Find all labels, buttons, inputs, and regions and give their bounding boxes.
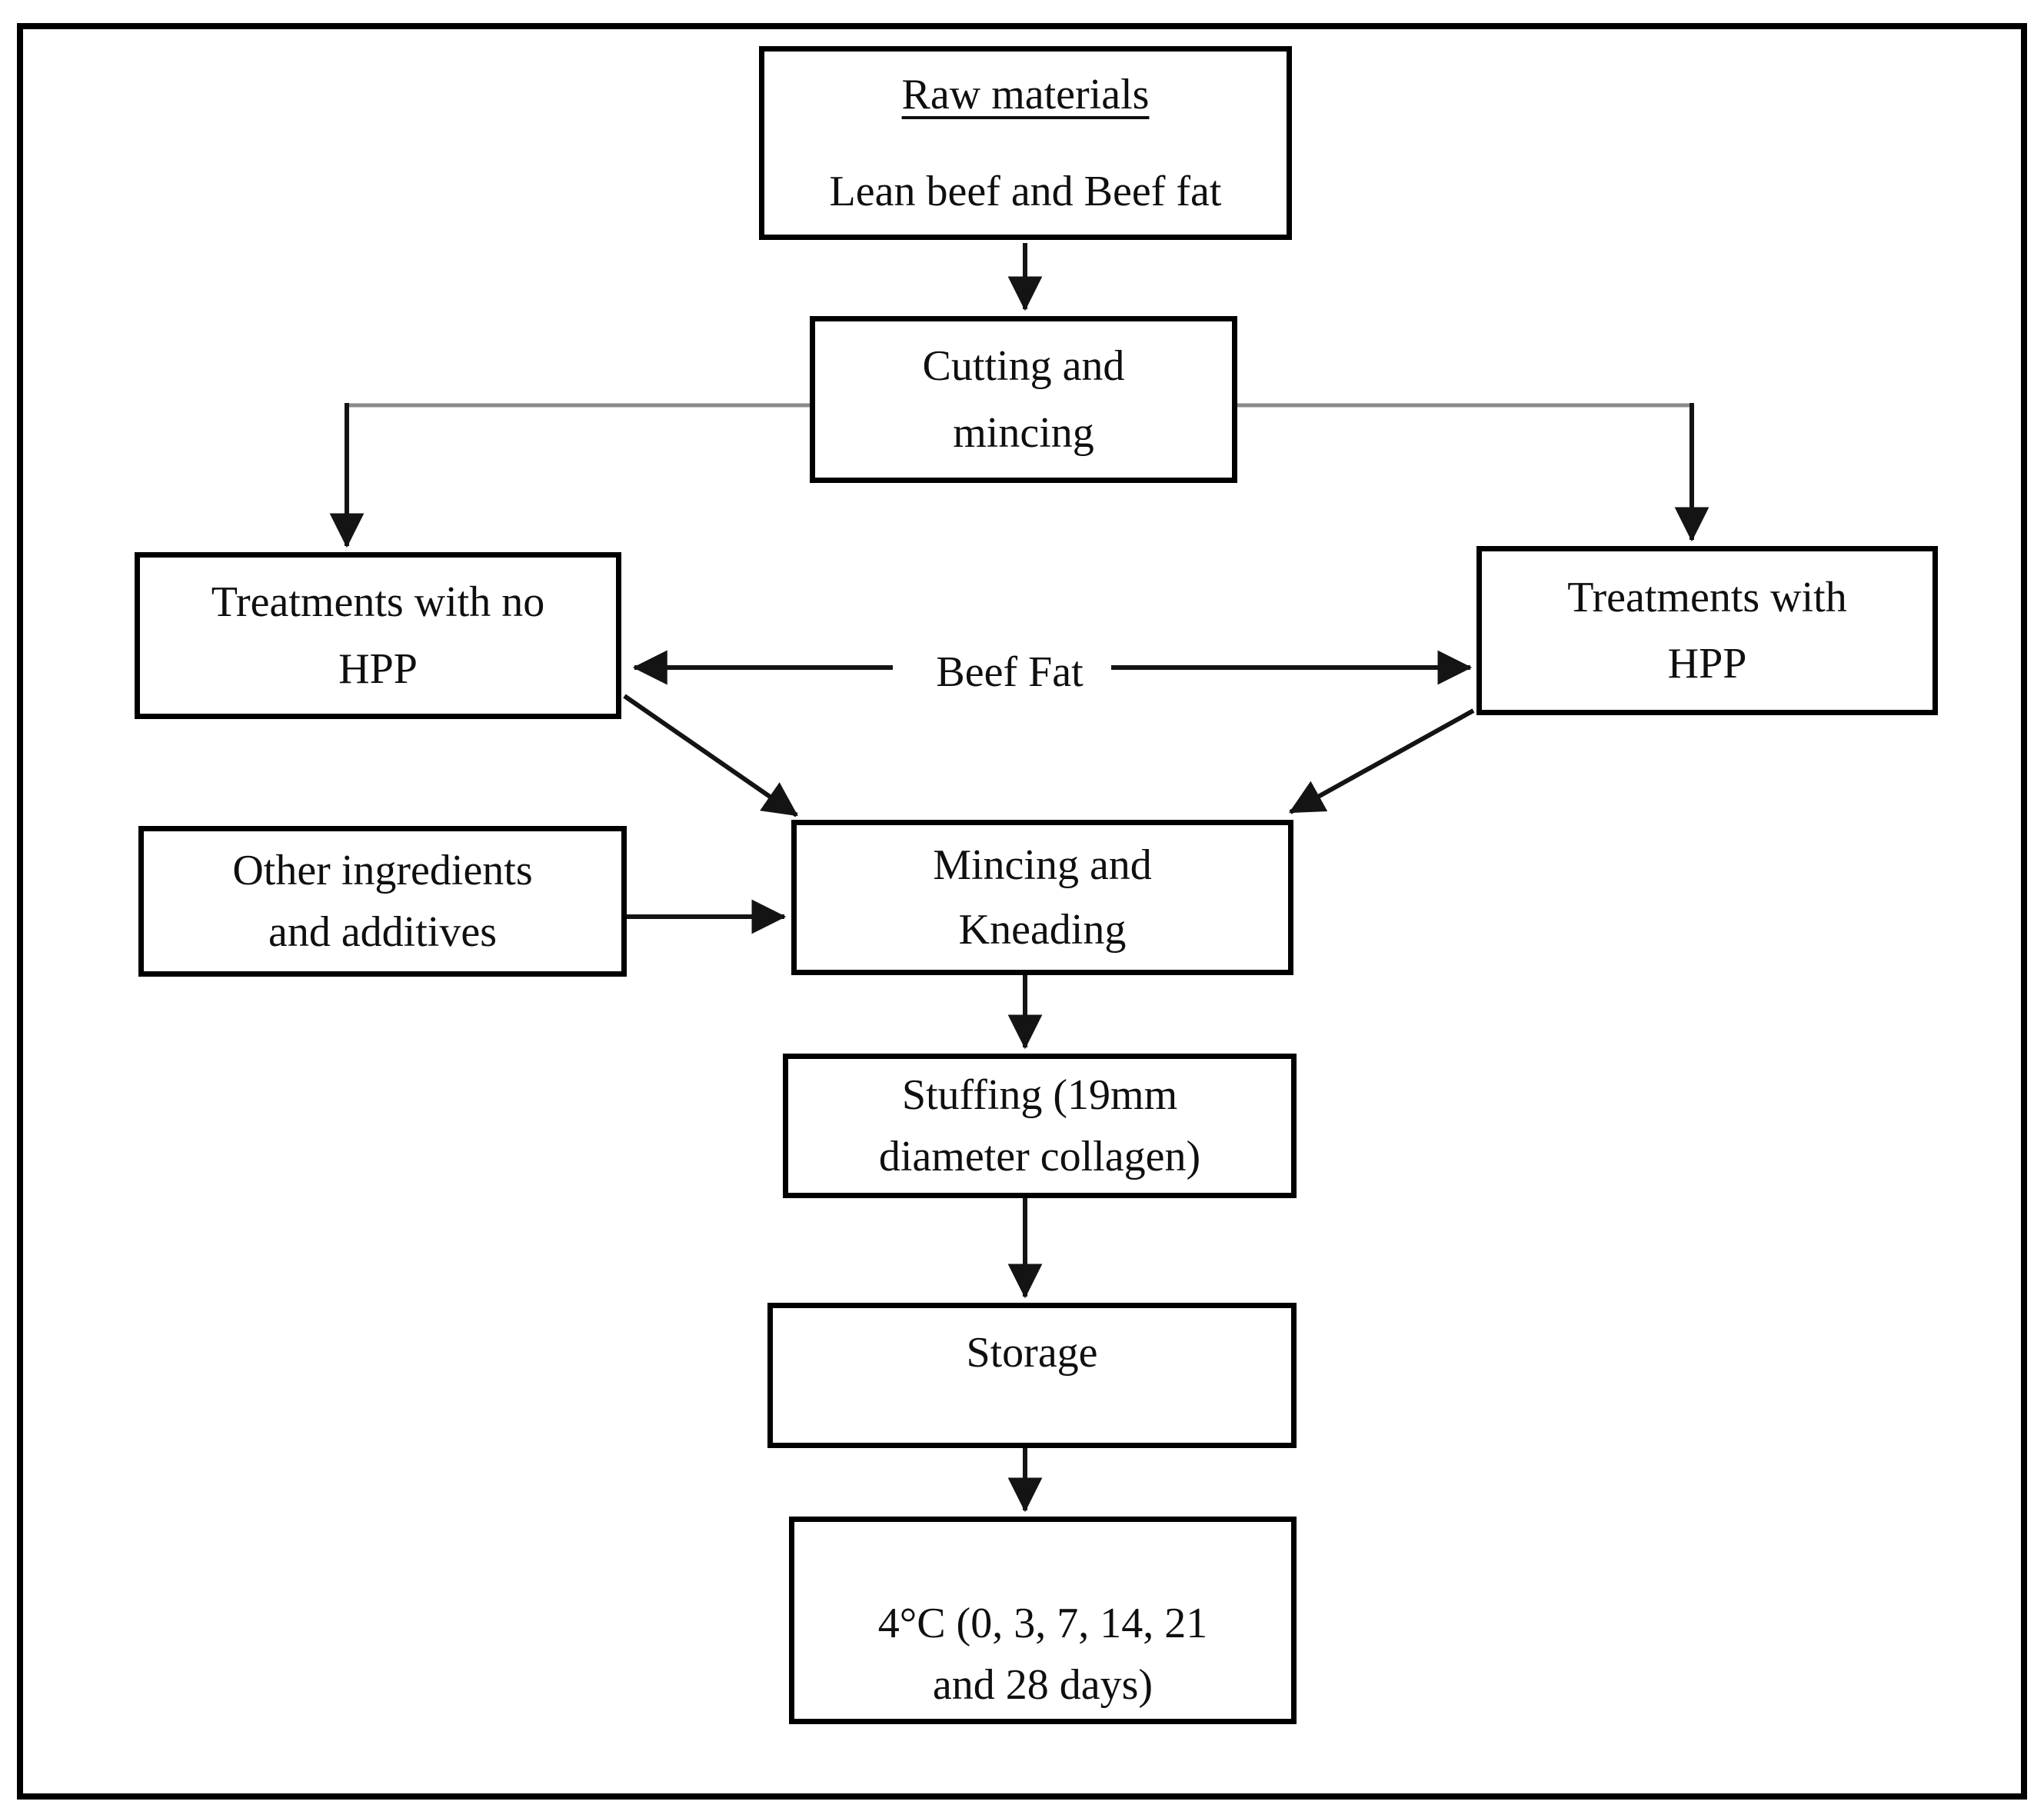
raw-materials-subtitle: Lean beef and Beef fat bbox=[829, 168, 1222, 215]
no-hpp-line2: HPP bbox=[338, 644, 418, 693]
cutting-line1: Cutting and bbox=[922, 342, 1125, 391]
mincing-line2: Kneading bbox=[958, 906, 1127, 954]
node-raw-materials: Raw materials Lean beef and Beef fat bbox=[759, 46, 1292, 240]
storage-label: Storage bbox=[966, 1329, 1098, 1377]
mincing-line1: Mincing and bbox=[933, 841, 1152, 889]
node-treatments-no-hpp: Treatments with no HPP bbox=[135, 552, 621, 719]
node-treatments-hpp: Treatments with HPP bbox=[1476, 546, 1938, 715]
other-ingredients-line1: Other ingredients bbox=[232, 846, 533, 894]
storage-temp-line2: and 28 days) bbox=[932, 1661, 1153, 1710]
node-other-ingredients: Other ingredients and additives bbox=[138, 826, 627, 977]
hpp-line2: HPP bbox=[1667, 640, 1747, 688]
cutting-line2: mincing bbox=[953, 408, 1094, 457]
node-stuffing: Stuffing (19mm diameter collagen) bbox=[783, 1054, 1297, 1198]
node-storage-temperature: 4°C (0, 3, 7, 14, 21 and 28 days) bbox=[789, 1517, 1297, 1724]
stuffing-line2: diameter collagen) bbox=[878, 1133, 1201, 1180]
node-mincing-kneading: Mincing and Kneading bbox=[791, 820, 1293, 975]
beef-fat-edge-label: Beef Fat bbox=[931, 648, 1088, 697]
storage-temp-line1: 4°C (0, 3, 7, 14, 21 bbox=[877, 1600, 1208, 1647]
node-cutting-mincing: Cutting and mincing bbox=[810, 316, 1237, 483]
node-storage: Storage bbox=[767, 1303, 1297, 1448]
stuffing-line1: Stuffing (19mm bbox=[901, 1070, 1178, 1119]
raw-materials-title: Raw materials bbox=[901, 70, 1150, 118]
no-hpp-line1: Treatments with no bbox=[211, 578, 545, 627]
hpp-line1: Treatments with bbox=[1567, 573, 1847, 621]
figure-border bbox=[17, 23, 2027, 1800]
other-ingredients-line2: and additives bbox=[268, 908, 498, 956]
